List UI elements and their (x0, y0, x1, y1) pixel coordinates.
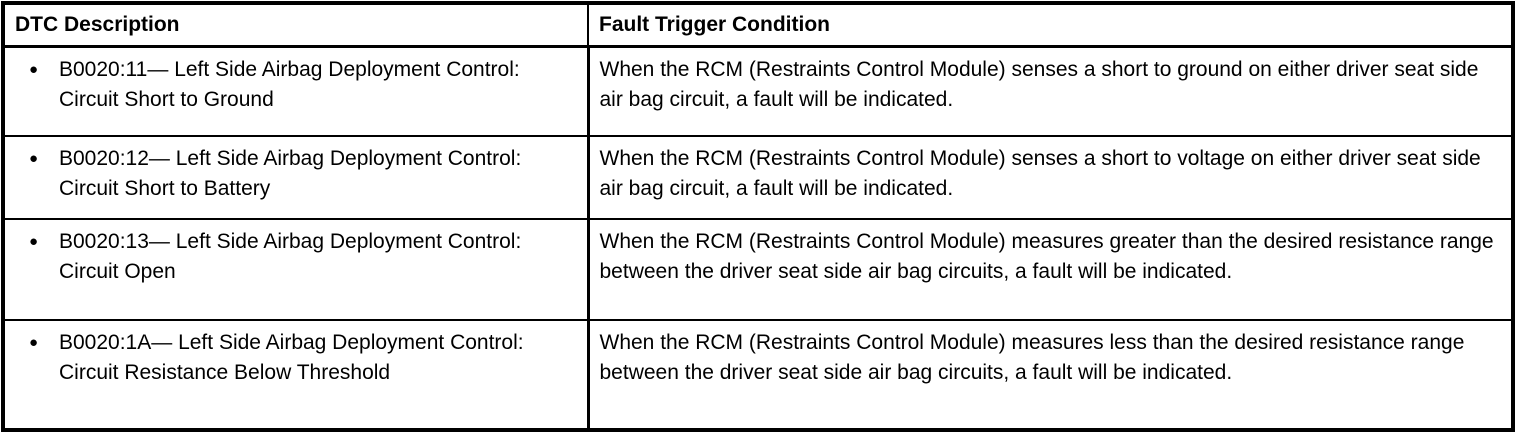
fault-condition-text: When the RCM (Restraints Control Module)… (599, 146, 1481, 200)
dtc-cell: ● B0020:12— Left Side Airbag Deployment … (2, 134, 590, 220)
fault-condition-text: When the RCM (Restraints Control Module)… (599, 58, 1479, 111)
dtc-description-text: B0020:1A— Left Side Airbag Deployment Co… (59, 330, 524, 384)
dtc-description-text: B0020:11— Left Side Airbag Deployment Co… (59, 58, 520, 111)
column-header-dtc-description: DTC Description (2, 2, 589, 48)
bullet-icon: ● (29, 61, 39, 78)
condition-cell: When the RCM (Restraints Control Module)… (587, 217, 1514, 321)
column-header-fault-trigger-condition: Fault Trigger Condition (587, 2, 1514, 48)
dtc-cell: ● B0020:13— Left Side Airbag Deployment … (2, 217, 590, 321)
dtc-list-item: ● B0020:1A— Left Side Airbag Deployment … (15, 328, 575, 388)
bullet-icon: ● (29, 232, 39, 250)
table-row: ● B0020:13— Left Side Airbag Deployment … (2, 217, 1514, 321)
table-row: ● B0020:1A— Left Side Airbag Deployment … (2, 318, 1514, 431)
dtc-list-item: ● B0020:13— Left Side Airbag Deployment … (15, 227, 575, 287)
dtc-list-item: ● B0020:11— Left Side Airbag Deployment … (15, 55, 575, 115)
table-row: ● B0020:11— Left Side Airbag Deployment … (2, 45, 1514, 137)
condition-cell: When the RCM (Restraints Control Module)… (587, 45, 1514, 137)
bullet-icon: ● (29, 149, 39, 167)
table-header-row: DTC Description Fault Trigger Condition (2, 2, 1514, 48)
dtc-list-item: ● B0020:12— Left Side Airbag Deployment … (15, 144, 575, 204)
dtc-cell: ● B0020:1A— Left Side Airbag Deployment … (2, 318, 590, 431)
condition-cell: When the RCM (Restraints Control Module)… (587, 318, 1514, 431)
fault-condition-text: When the RCM (Restraints Control Module)… (599, 330, 1465, 384)
condition-cell: When the RCM (Restraints Control Module)… (587, 134, 1514, 220)
bullet-icon: ● (29, 333, 39, 351)
dtc-description-text: B0020:12— Left Side Airbag Deployment Co… (59, 146, 522, 200)
fault-condition-text: When the RCM (Restraints Control Module)… (599, 229, 1494, 283)
dtc-description-text: B0020:13— Left Side Airbag Deployment Co… (59, 229, 522, 283)
dtc-cell: ● B0020:11— Left Side Airbag Deployment … (2, 45, 590, 137)
table-row: ● B0020:12— Left Side Airbag Deployment … (2, 134, 1514, 220)
